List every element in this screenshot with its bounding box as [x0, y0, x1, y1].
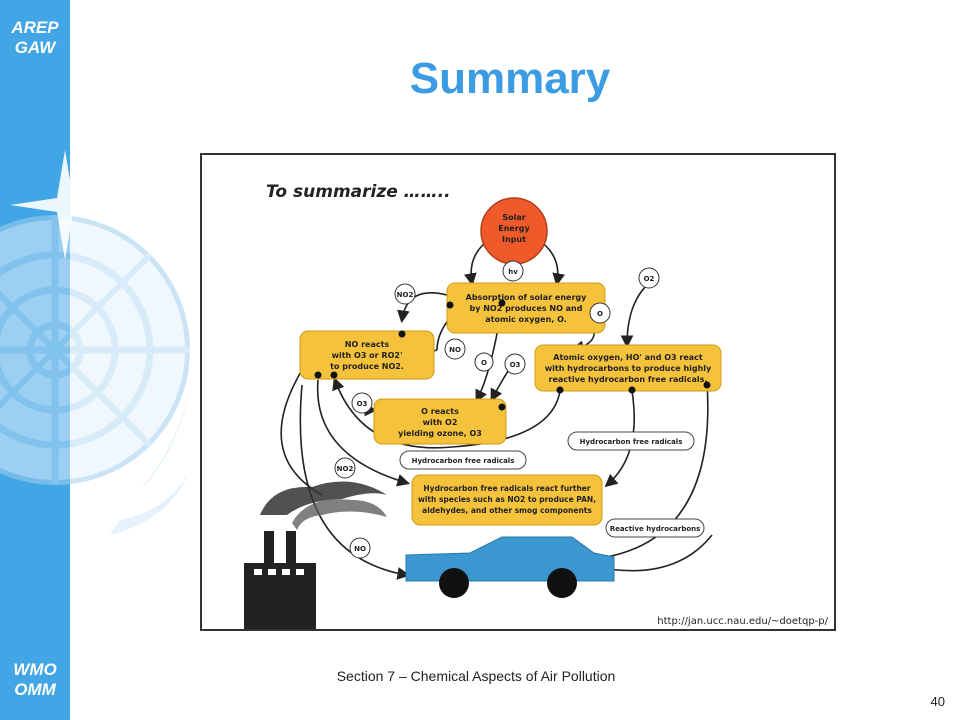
o3-left-label: O3 — [357, 400, 368, 408]
smog-cycle-diagram: To summarize …….. Solar Energy — [244, 182, 829, 629]
no2-low-label: NO2 — [337, 465, 354, 473]
radicals-text-line: with species such as NO2 to produce PAN, — [418, 495, 596, 504]
o-reacts-text-line: yielding ozone, O3 — [398, 429, 482, 438]
absorption-text-line: by NO2 produces NO and — [470, 304, 583, 313]
arep-gaw-logo: AREP GAW — [11, 18, 59, 57]
sun-label-line: Input — [502, 235, 526, 244]
hc-radicals-right-pill — [567, 431, 695, 451]
factory-illustration — [244, 481, 387, 629]
radicals-text-line: aldehydes, and other smog components — [422, 506, 592, 515]
hc-radicals-right-label: Hydrocarbon free radicals — [580, 438, 683, 446]
absorption-text-line: Absorption of solar energy — [466, 293, 588, 302]
o-reacts-text-line: O reacts — [421, 407, 459, 416]
slide-footer: Section 7 – Chemical Aspects of Air Poll… — [336, 668, 616, 684]
no-reacts-text-line: with O3 or RO2' — [332, 351, 403, 360]
no-reacts-box — [299, 330, 435, 380]
hc-radicals-left-pill — [399, 450, 527, 470]
no-mid-label: NO — [449, 346, 461, 354]
o-right-label: O — [597, 310, 603, 318]
diagram-heading: To summarize …….. — [266, 182, 451, 202]
wmo-omm-logo: WMO OMM — [13, 660, 57, 699]
slide-title: Summary — [409, 54, 611, 103]
no2-top-label: NO2 — [397, 291, 414, 299]
radicals-text-line: Hydrocarbon free radicals react further — [423, 484, 590, 493]
page-number: 40 — [930, 694, 945, 709]
o-reacts-box — [373, 398, 507, 445]
no-reacts-text-line: NO reacts — [345, 340, 390, 349]
no-reacts-text-line: to produce NO2. — [330, 362, 404, 371]
sun-label-line: Energy — [498, 224, 530, 233]
hc-radicals-left-label: Hydrocarbon free radicals — [412, 457, 515, 465]
sun-label-line: Solar — [502, 213, 525, 222]
atomic-text-line: with hydrocarbons to produce highly — [545, 364, 712, 373]
no-low-label: NO — [354, 545, 366, 553]
sidebar: AREP GAW WMO OMM — [0, 0, 190, 720]
reactive-hc-label: Reactive hydrocarbons — [610, 525, 701, 533]
o2-top-label: O2 — [644, 275, 655, 283]
source-url: http://jan.ucc.nau.edu/~doetqp-p/ — [657, 616, 828, 627]
absorption-text-line: atomic oxygen, O. — [485, 315, 567, 324]
o-reacts-text-line: with O2 — [423, 418, 458, 427]
atomic-text-line: Atomic oxygen, HO' and O3 react — [553, 353, 703, 362]
atomic-oxygen-box — [534, 344, 722, 392]
atomic-text-line: reactive hydrocarbon free radicals. — [549, 375, 708, 384]
o3-mid-label: O3 — [510, 361, 521, 369]
reactive-hc-pill — [605, 518, 705, 538]
radicals-react-box — [411, 474, 603, 526]
car-illustration — [405, 536, 615, 598]
o-mid-label: O — [481, 359, 487, 367]
hv-label: hv — [508, 268, 518, 276]
diagram-panel: To summarize …….. Solar Energy — [200, 153, 836, 631]
wmo-emblem-watermark — [0, 150, 190, 535]
